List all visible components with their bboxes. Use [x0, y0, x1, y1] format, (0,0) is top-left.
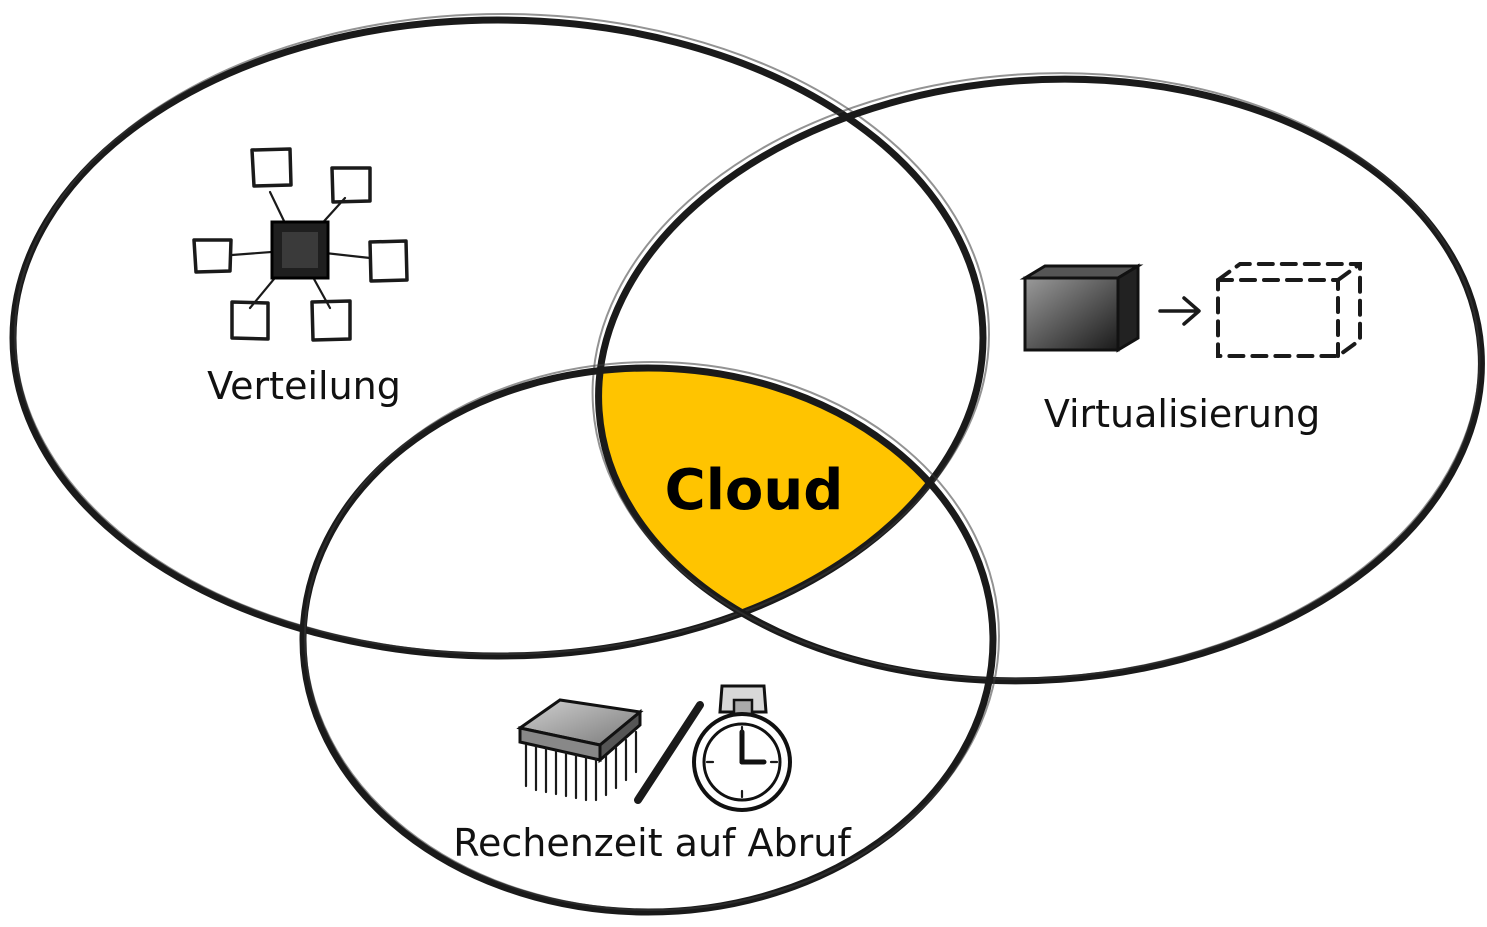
- network-hub-icon: [192, 147, 409, 342]
- chip-and-stopwatch-icon: [516, 684, 792, 812]
- physical-to-virtual-cube-icon: [1019, 262, 1362, 358]
- set-circle-verteilung: [9, 13, 990, 660]
- label-verteilung: Verteilung: [207, 364, 401, 408]
- label-rechenzeit-auf-abruf: Rechenzeit auf Abruf: [453, 821, 852, 865]
- set-circle-rechenzeit: [299, 361, 1000, 916]
- label-cloud: Cloud: [665, 458, 844, 523]
- label-virtualisierung: Virtualisierung: [1044, 392, 1320, 436]
- set-circle-virtualisierung: [591, 72, 1485, 685]
